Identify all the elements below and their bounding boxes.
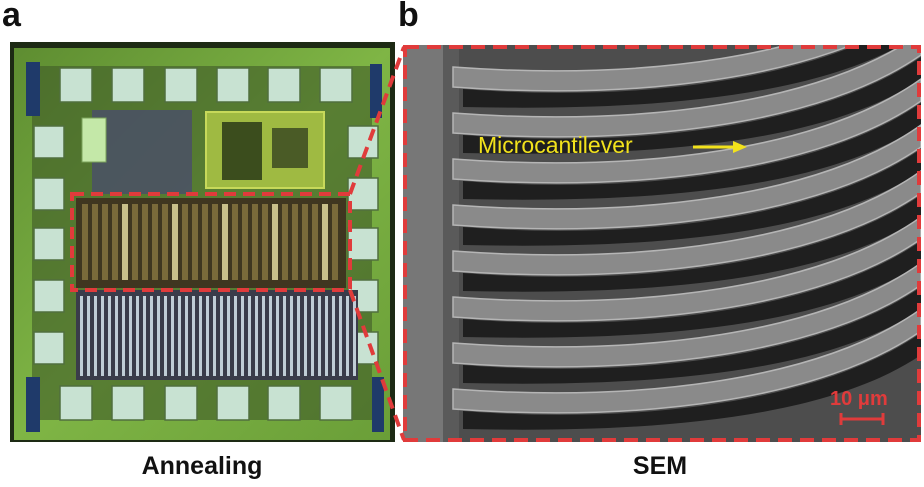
panel-a-letter: a <box>2 0 21 34</box>
panel-a-caption: Annealing <box>141 452 263 480</box>
panel-b-letter: b <box>398 0 419 34</box>
sem-image <box>403 45 921 442</box>
chip-micrograph-image <box>10 42 395 442</box>
scale-bar-label: 10 μm <box>830 388 888 410</box>
microcantilever-label: Microcantilever <box>478 132 633 158</box>
panel-b-caption: SEM <box>632 452 688 480</box>
